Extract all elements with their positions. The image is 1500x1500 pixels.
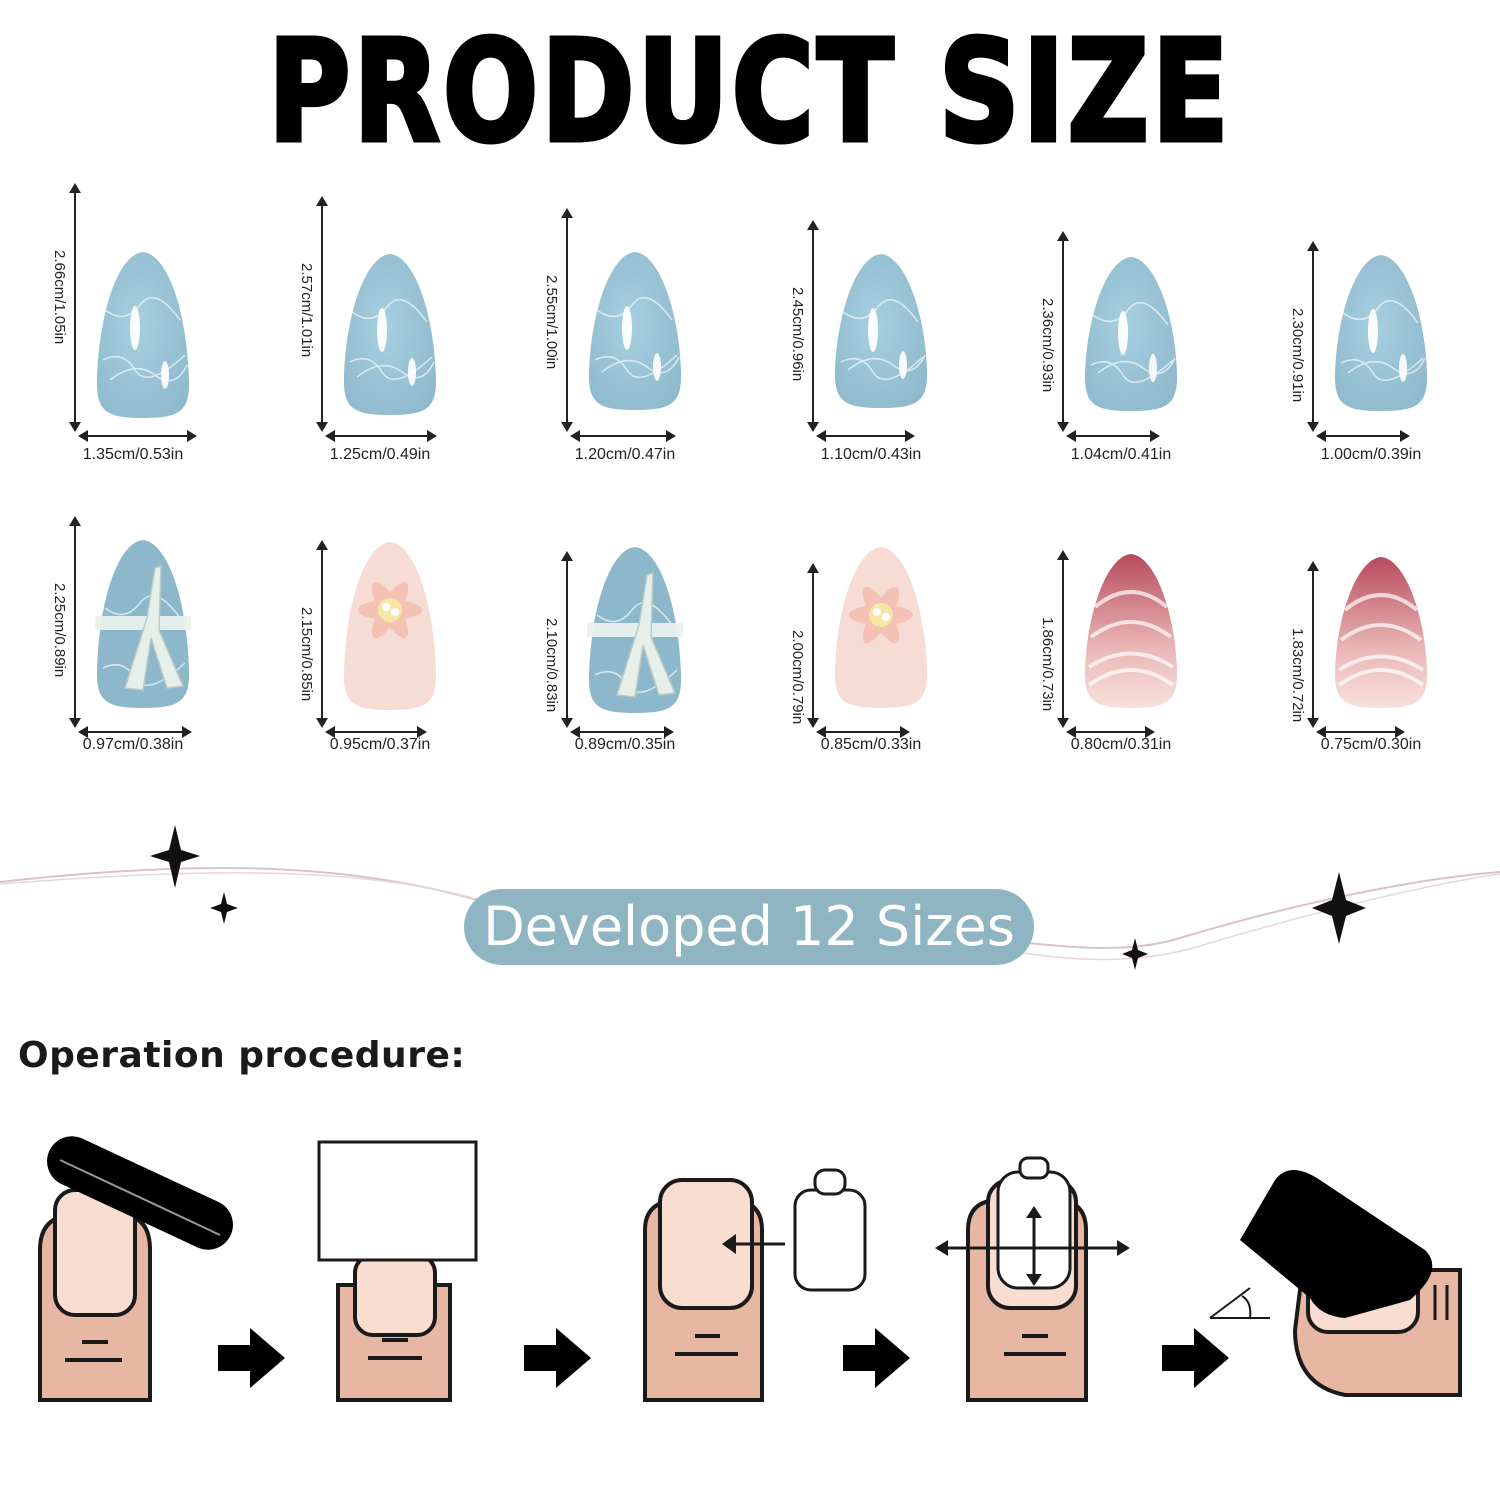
arrow-right-icon	[1162, 1328, 1229, 1388]
width-dimension-line	[78, 726, 192, 738]
width-label: 0.75cm/0.30in	[1320, 736, 1422, 753]
height-dimension-line	[1307, 241, 1319, 432]
width-label: 1.04cm/0.41in	[1070, 446, 1172, 463]
width-label: 0.95cm/0.37in	[329, 736, 431, 753]
sparkle-icon	[1122, 938, 1148, 970]
width-dimension-line	[1066, 726, 1155, 738]
width-label: 1.35cm/0.53in	[82, 446, 184, 463]
press-on-nail-image	[588, 252, 682, 410]
height-dimension-line	[69, 183, 81, 432]
arrow-right-icon	[524, 1328, 591, 1388]
width-dimension-line	[325, 430, 437, 442]
procedure-title: Operation procedure:	[18, 1035, 466, 1076]
height-label: 2.15cm/0.85in	[298, 607, 315, 702]
width-dimension-line	[816, 430, 915, 442]
width-dimension-line	[1316, 726, 1405, 738]
height-dimension-line	[1307, 561, 1319, 728]
prep-pad-icon	[317, 1140, 478, 1402]
press-on-nail-image	[343, 254, 437, 415]
press-on-nail-image	[96, 252, 190, 418]
height-dimension-line	[316, 540, 328, 728]
height-dimension-line	[807, 563, 819, 728]
width-label: 0.89cm/0.35in	[574, 736, 676, 753]
align-nail-icon	[935, 1156, 1130, 1402]
height-dimension-line	[1057, 550, 1069, 728]
height-dimension-line	[561, 208, 573, 432]
press-nail-icon	[1209, 1170, 1462, 1397]
height-dimension-line	[561, 551, 573, 728]
height-label: 1.86cm/0.73in	[1039, 617, 1056, 712]
width-label: 1.20cm/0.47in	[574, 446, 676, 463]
height-label: 1.83cm/0.72in	[1289, 628, 1306, 723]
press-on-nail-image	[343, 542, 437, 710]
sizes-banner: Developed 12 Sizes	[464, 889, 1034, 965]
height-dimension-line	[807, 220, 819, 432]
width-label: 0.85cm/0.33in	[820, 736, 922, 753]
height-dimension-line	[1057, 231, 1069, 432]
width-label: 0.97cm/0.38in	[82, 736, 184, 753]
height-label: 2.00cm/0.79in	[789, 630, 806, 725]
width-dimension-line	[816, 726, 910, 738]
press-on-nail-image	[1334, 255, 1428, 411]
width-dimension-line	[570, 726, 674, 738]
page-title: PRODUCT SIZE	[266, 11, 1232, 174]
choose-size-icon	[643, 1168, 867, 1402]
width-dimension-line	[78, 430, 197, 442]
file-nail-icon	[38, 1136, 233, 1402]
press-on-nail-image	[587, 547, 683, 713]
width-label: 1.25cm/0.49in	[329, 446, 431, 463]
press-on-nail-image	[95, 540, 191, 708]
press-on-nail-image	[1334, 557, 1428, 708]
width-label: 1.00cm/0.39in	[1320, 446, 1422, 463]
height-dimension-line	[316, 196, 328, 432]
sparkle-icon	[1312, 872, 1366, 944]
width-label: 0.80cm/0.31in	[1070, 736, 1172, 753]
press-on-nail-image	[1084, 257, 1178, 411]
height-label: 2.36cm/0.93in	[1039, 298, 1056, 393]
width-dimension-line	[1316, 430, 1410, 442]
height-label: 2.66cm/1.05in	[51, 250, 68, 345]
press-on-nail-image	[834, 254, 928, 408]
arrow-right-icon	[843, 1328, 910, 1388]
operation-steps	[38, 1136, 1462, 1402]
height-label: 2.57cm/1.01in	[298, 263, 315, 358]
height-label: 2.30cm/0.91in	[1289, 308, 1306, 403]
width-dimension-line	[570, 430, 676, 442]
width-dimension-line	[1066, 430, 1160, 442]
sparkle-icon	[210, 892, 238, 924]
press-on-nail-image	[834, 547, 928, 708]
height-label: 2.55cm/1.00in	[543, 275, 560, 370]
height-label: 2.45cm/0.96in	[789, 287, 806, 382]
height-label: 2.10cm/0.83in	[543, 618, 560, 713]
width-dimension-line	[325, 726, 427, 738]
arrow-right-icon	[218, 1328, 285, 1388]
height-label: 2.25cm/0.89in	[51, 583, 68, 678]
sparkle-icon	[150, 825, 200, 888]
height-dimension-line	[69, 516, 81, 728]
press-on-nail-image	[1084, 554, 1178, 708]
width-label: 1.10cm/0.43in	[820, 446, 922, 463]
